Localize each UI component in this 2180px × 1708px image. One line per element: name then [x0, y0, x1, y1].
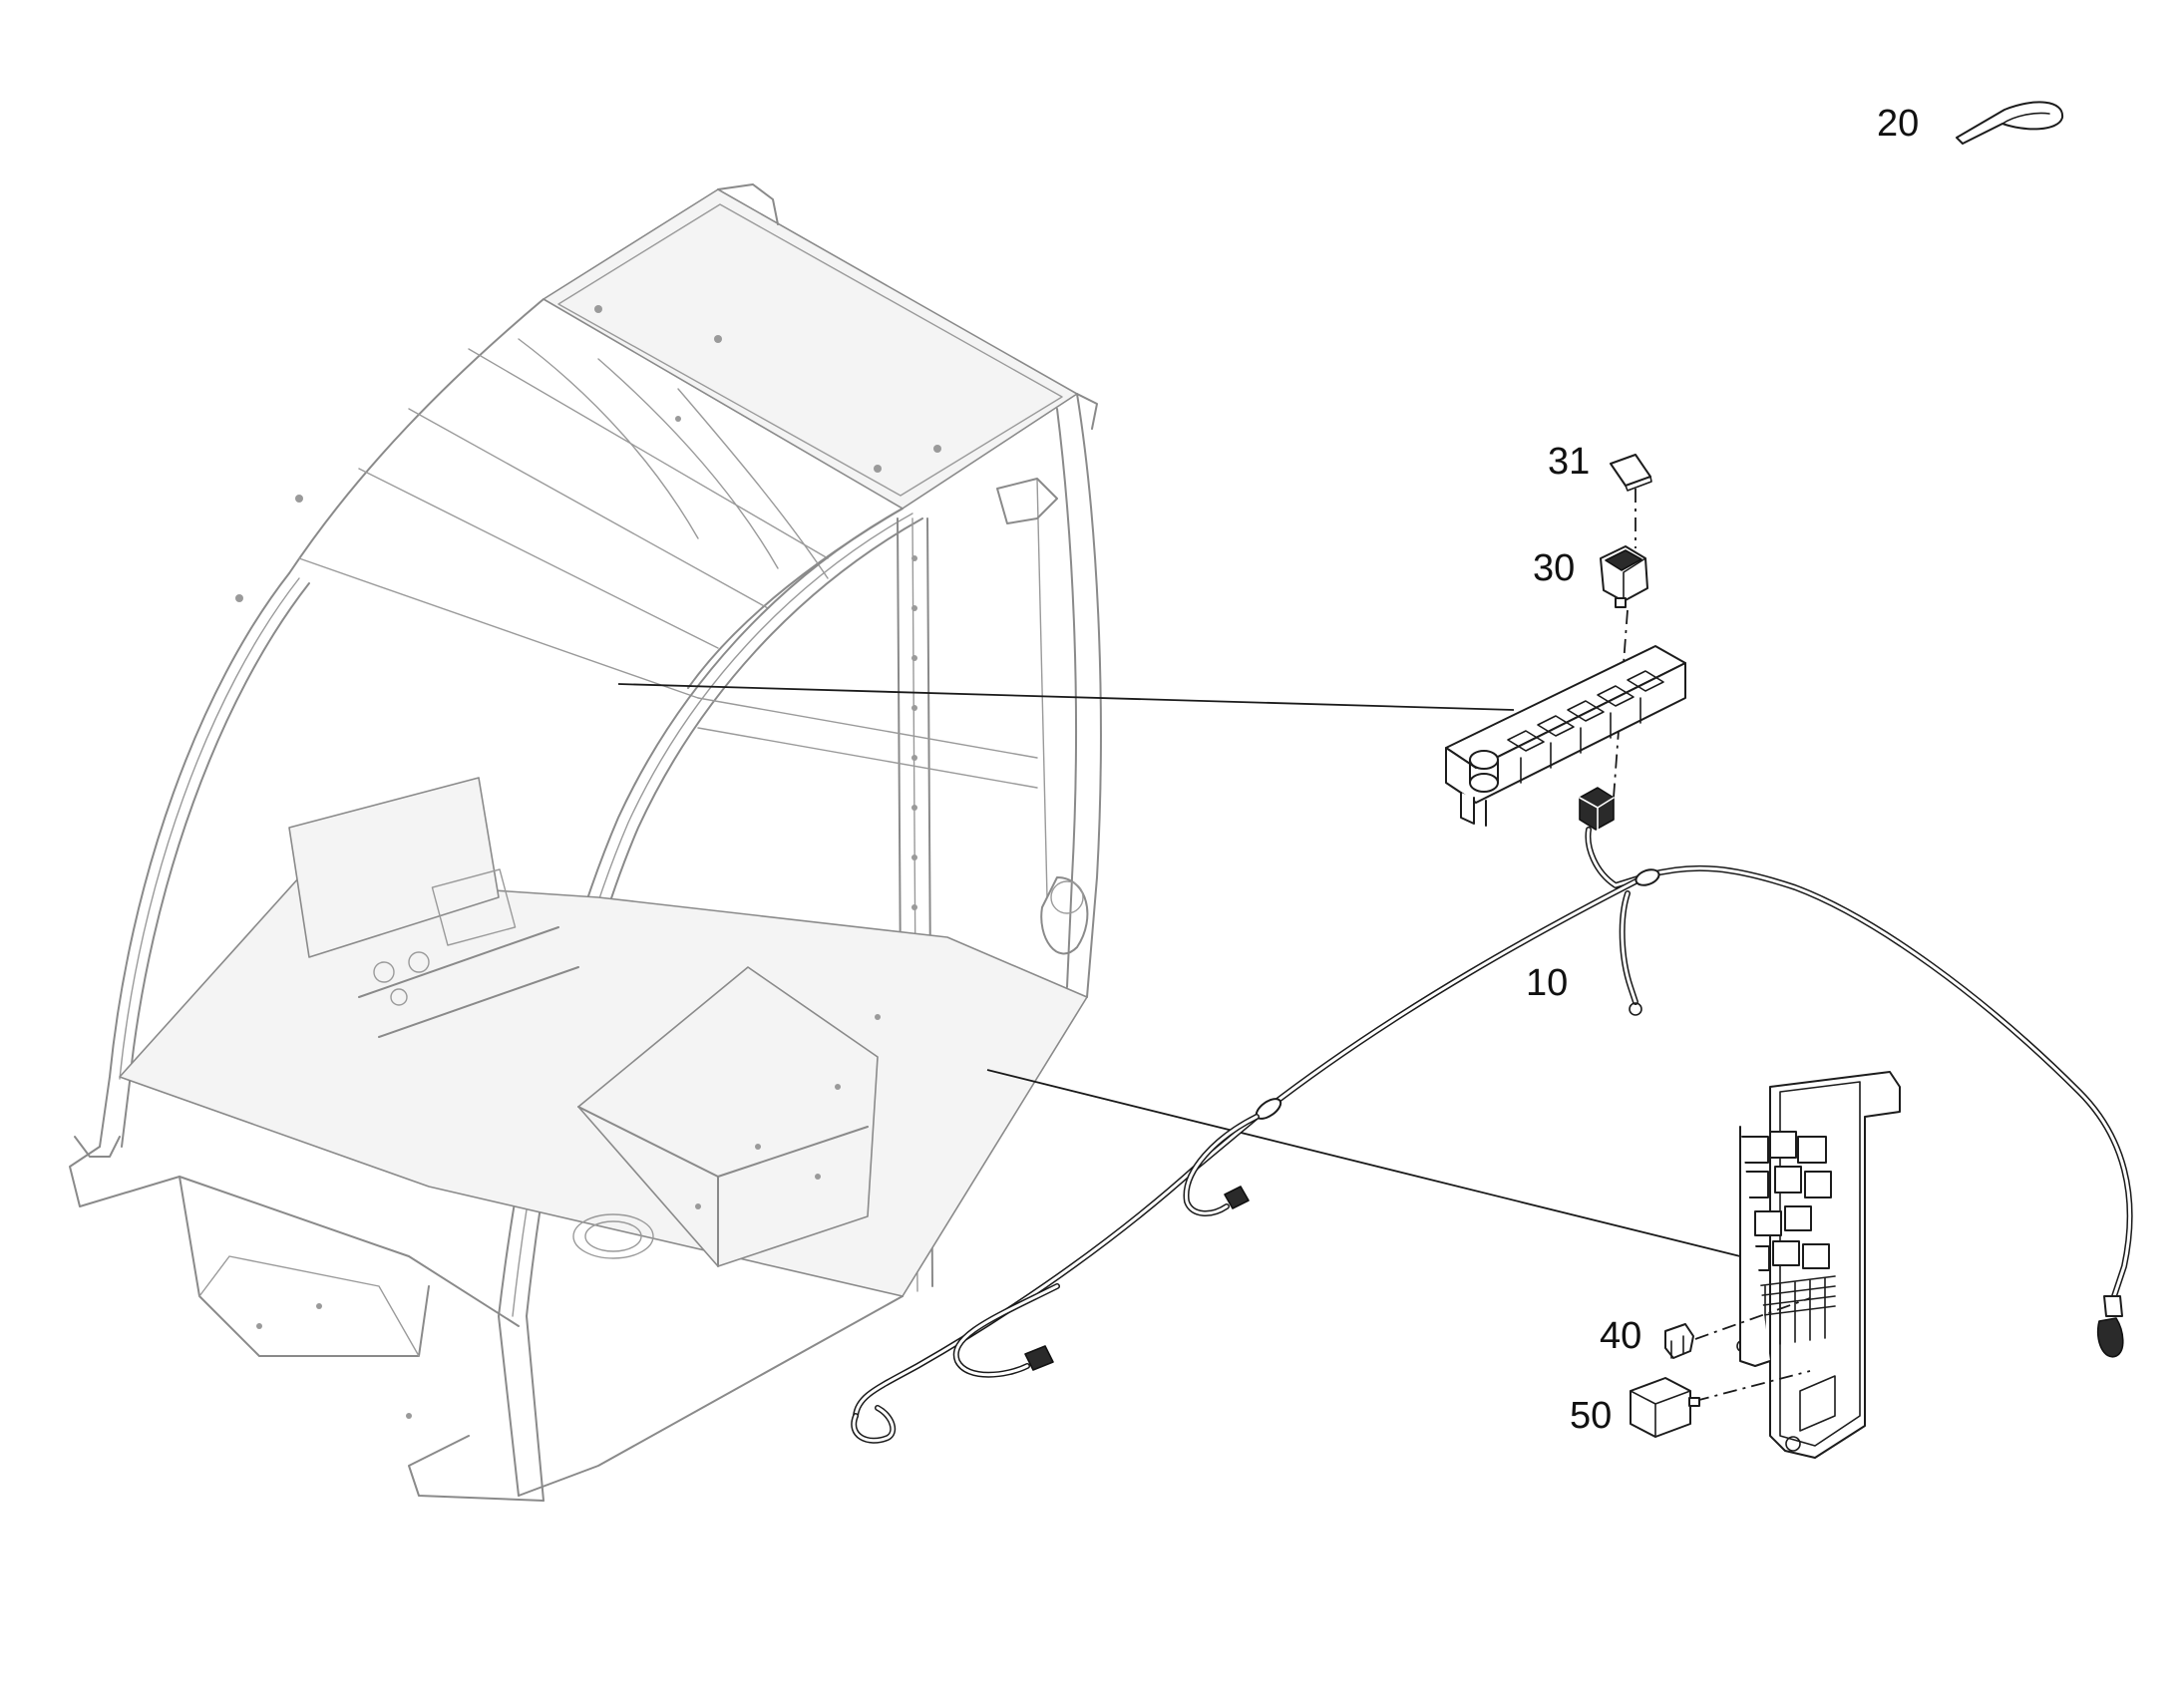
switch-panel: [1445, 645, 1686, 827]
callout-30: 30: [1533, 547, 1575, 589]
rocker-switch-part: [1600, 545, 1648, 608]
callout-labels: 20 31 30 10 40 50: [1526, 103, 1919, 1437]
dashed-50-board: [1694, 1370, 1811, 1402]
wiring-harness: [851, 787, 2133, 1444]
cable-tie-part: [1956, 101, 2064, 145]
callout-20: 20: [1877, 103, 1919, 145]
callout-50: 50: [1570, 1395, 1612, 1437]
dash-console: [288, 777, 500, 958]
callout-31: 31: [1548, 441, 1590, 483]
leader-lines: [617, 683, 1741, 1257]
seat-box: [577, 966, 879, 1267]
fuse-part: [1664, 1323, 1694, 1359]
relay-part: [1630, 1377, 1700, 1438]
cab-roof: [543, 188, 1078, 510]
leader-fuse-board: [986, 1069, 1741, 1257]
switch-cap-part: [1610, 454, 1652, 492]
fuse-relay-board: [1736, 1071, 1901, 1459]
dashed-40-board: [1694, 1297, 1811, 1340]
leader-switch-panel: [617, 683, 1515, 711]
callout-40: 40: [1600, 1315, 1641, 1357]
cab-frame: [69, 183, 1102, 1502]
callout-10: 10: [1526, 962, 1568, 1004]
